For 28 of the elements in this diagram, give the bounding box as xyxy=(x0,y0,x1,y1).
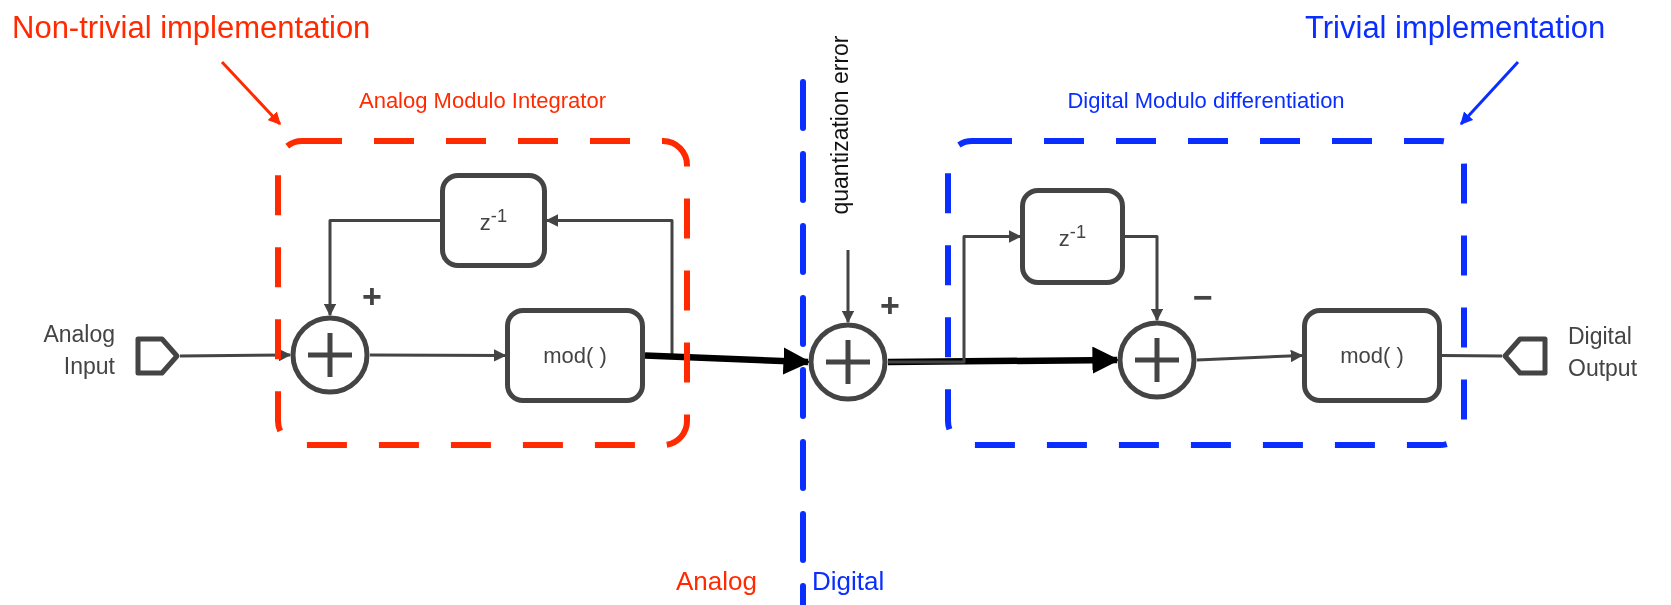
sign-label: − xyxy=(1193,278,1213,317)
arrow xyxy=(644,347,811,375)
arrow xyxy=(1125,235,1164,322)
port-label: Analog Input xyxy=(42,320,115,381)
sign-label: + xyxy=(362,277,382,316)
pointer-arrow xyxy=(220,60,282,126)
arrow xyxy=(1196,349,1304,363)
arrow xyxy=(887,346,1120,374)
domain-label: Analog xyxy=(676,566,757,597)
group-title: Analog Modulo Integrator xyxy=(358,88,607,114)
connector-line xyxy=(1442,354,1502,358)
process-block: mod( ) xyxy=(505,308,645,403)
process-block: z$^{-1}$ xyxy=(440,173,547,268)
annotation-text: Trivial implementation xyxy=(1305,10,1667,56)
port-label: Digital Output xyxy=(1568,322,1639,383)
pointer-arrow xyxy=(1459,61,1520,125)
arrow xyxy=(888,230,1022,364)
signal-label: quantization error xyxy=(825,5,855,245)
arrow xyxy=(180,348,292,362)
arrow xyxy=(323,219,440,317)
sign-label: + xyxy=(880,286,900,325)
group-title: Digital Modulo differentiation xyxy=(1067,88,1345,114)
process-block: mod( ) xyxy=(1302,308,1442,403)
arrow xyxy=(841,250,855,324)
process-block: z$^{-1}$ xyxy=(1020,188,1125,285)
arrow xyxy=(370,349,507,362)
annotation-text: Non-trivial implementation xyxy=(12,10,442,56)
domain-label: Digital xyxy=(812,566,885,597)
